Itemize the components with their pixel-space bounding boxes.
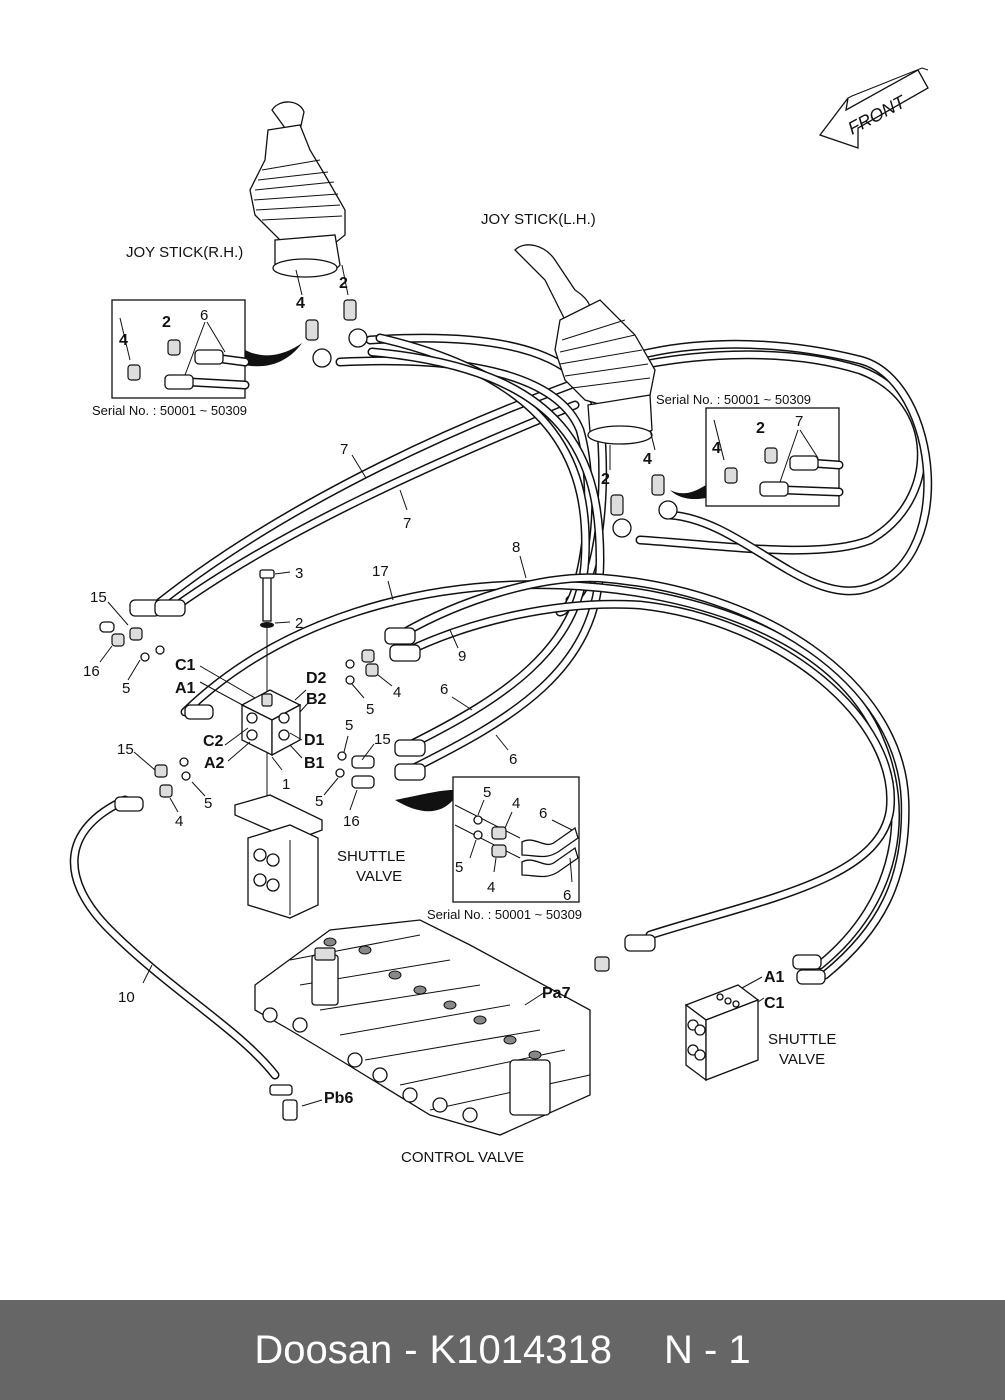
shuttle-valve-label-line2: VALVE (356, 868, 402, 885)
callout-2: 2 (339, 275, 348, 292)
joystick-rh-label: JOY STICK(R.H.) (126, 244, 243, 261)
callout-5: 5 (366, 701, 374, 718)
port-B1: B1 (304, 755, 325, 772)
front-arrow-icon: FRONT (818, 67, 929, 149)
pilot-hose-diagram: FRONT (69, 67, 933, 1166)
inset-callout-2: 2 (756, 420, 765, 437)
port-Pa7: Pa7 (542, 985, 571, 1002)
inset-callout-4: 4 (712, 440, 721, 457)
shuttle-valve-label-line1: SHUTTLE (337, 848, 405, 865)
inset-lh (670, 407, 844, 507)
inset-rh (111, 299, 302, 399)
callout-15: 15 (90, 589, 107, 606)
joystick-lh-label: JOY STICK(L.H.) (481, 211, 596, 228)
right-shuttle-valve (684, 954, 826, 1082)
serial-note-valve: Serial No. : 50001 ~ 50309 (427, 907, 582, 922)
callout-4: 4 (643, 451, 652, 468)
footer-part-number: K1014318 (429, 1327, 612, 1372)
joystick-lh (514, 244, 678, 538)
callout-15: 15 (374, 731, 391, 748)
callout-5: 5 (122, 680, 130, 697)
callout-9: 9 (458, 648, 466, 665)
callout-6: 6 (539, 805, 547, 822)
hoses (69, 333, 933, 1080)
footer-sep: - (404, 1327, 418, 1372)
port-A1: A1 (175, 680, 196, 697)
footer-page-ref: N - 1 (663, 1327, 751, 1372)
port-D2: D2 (306, 670, 327, 687)
port-A2: A2 (204, 755, 225, 772)
callout-5: 5 (315, 793, 323, 810)
inset-callout-7: 7 (795, 413, 803, 430)
serial-note-rh: Serial No. : 50001 ~ 50309 (92, 403, 247, 418)
callout-6: 6 (509, 751, 517, 768)
callout-3: 3 (295, 565, 303, 582)
callout-7: 7 (340, 441, 348, 458)
inset-callout-2: 2 (162, 314, 171, 331)
inset-callout-4: 4 (119, 332, 128, 349)
callout-4: 4 (175, 813, 183, 830)
callout-16: 16 (343, 813, 360, 830)
port-C1: C1 (764, 995, 785, 1012)
callout-15: 15 (117, 741, 134, 758)
footer-bar: Doosan - K1014318 N - 1 (0, 1300, 1005, 1400)
right-shuttle-valve-label-line2: VALVE (779, 1051, 825, 1068)
callout-17: 17 (372, 563, 389, 580)
right-shuttle-valve-label-line1: SHUTTLE (768, 1031, 836, 1048)
port-C1: C1 (175, 657, 196, 674)
port-C2: C2 (203, 733, 224, 750)
callout-7: 7 (403, 515, 411, 532)
port-D1: D1 (304, 732, 325, 749)
callout-4: 4 (512, 795, 520, 812)
callout-6: 6 (440, 681, 448, 698)
callout-5: 5 (345, 717, 353, 734)
callout-4: 4 (296, 295, 305, 312)
port-A1: A1 (764, 969, 785, 986)
footer-brand: Doosan (254, 1327, 393, 1372)
callout-5: 5 (483, 784, 491, 801)
callout-10: 10 (118, 989, 135, 1006)
joystick-rh (249, 101, 368, 368)
serial-note-lh: Serial No. : 50001 ~ 50309 (656, 392, 811, 407)
right-fittings (335, 627, 426, 789)
port-B2: B2 (306, 691, 327, 708)
hose-10 (69, 795, 280, 1080)
control-valve (254, 919, 656, 1136)
inset-valve (395, 776, 580, 903)
callout-2: 2 (295, 615, 303, 632)
inset-callout-6: 6 (200, 307, 208, 324)
callout-6: 6 (563, 887, 571, 904)
callout-1: 1 (282, 776, 290, 793)
left-fittings (99, 599, 214, 812)
callout-4: 4 (393, 684, 401, 701)
callout-5: 5 (204, 795, 212, 812)
control-valve-label: CONTROL VALVE (401, 1149, 524, 1166)
callout-4: 4 (487, 879, 495, 896)
callout-16: 16 (83, 663, 100, 680)
callout-5: 5 (455, 859, 463, 876)
callout-2: 2 (601, 471, 610, 488)
port-Pb6: Pb6 (324, 1090, 353, 1107)
shuttle-block (234, 569, 323, 919)
callout-8: 8 (512, 539, 520, 556)
